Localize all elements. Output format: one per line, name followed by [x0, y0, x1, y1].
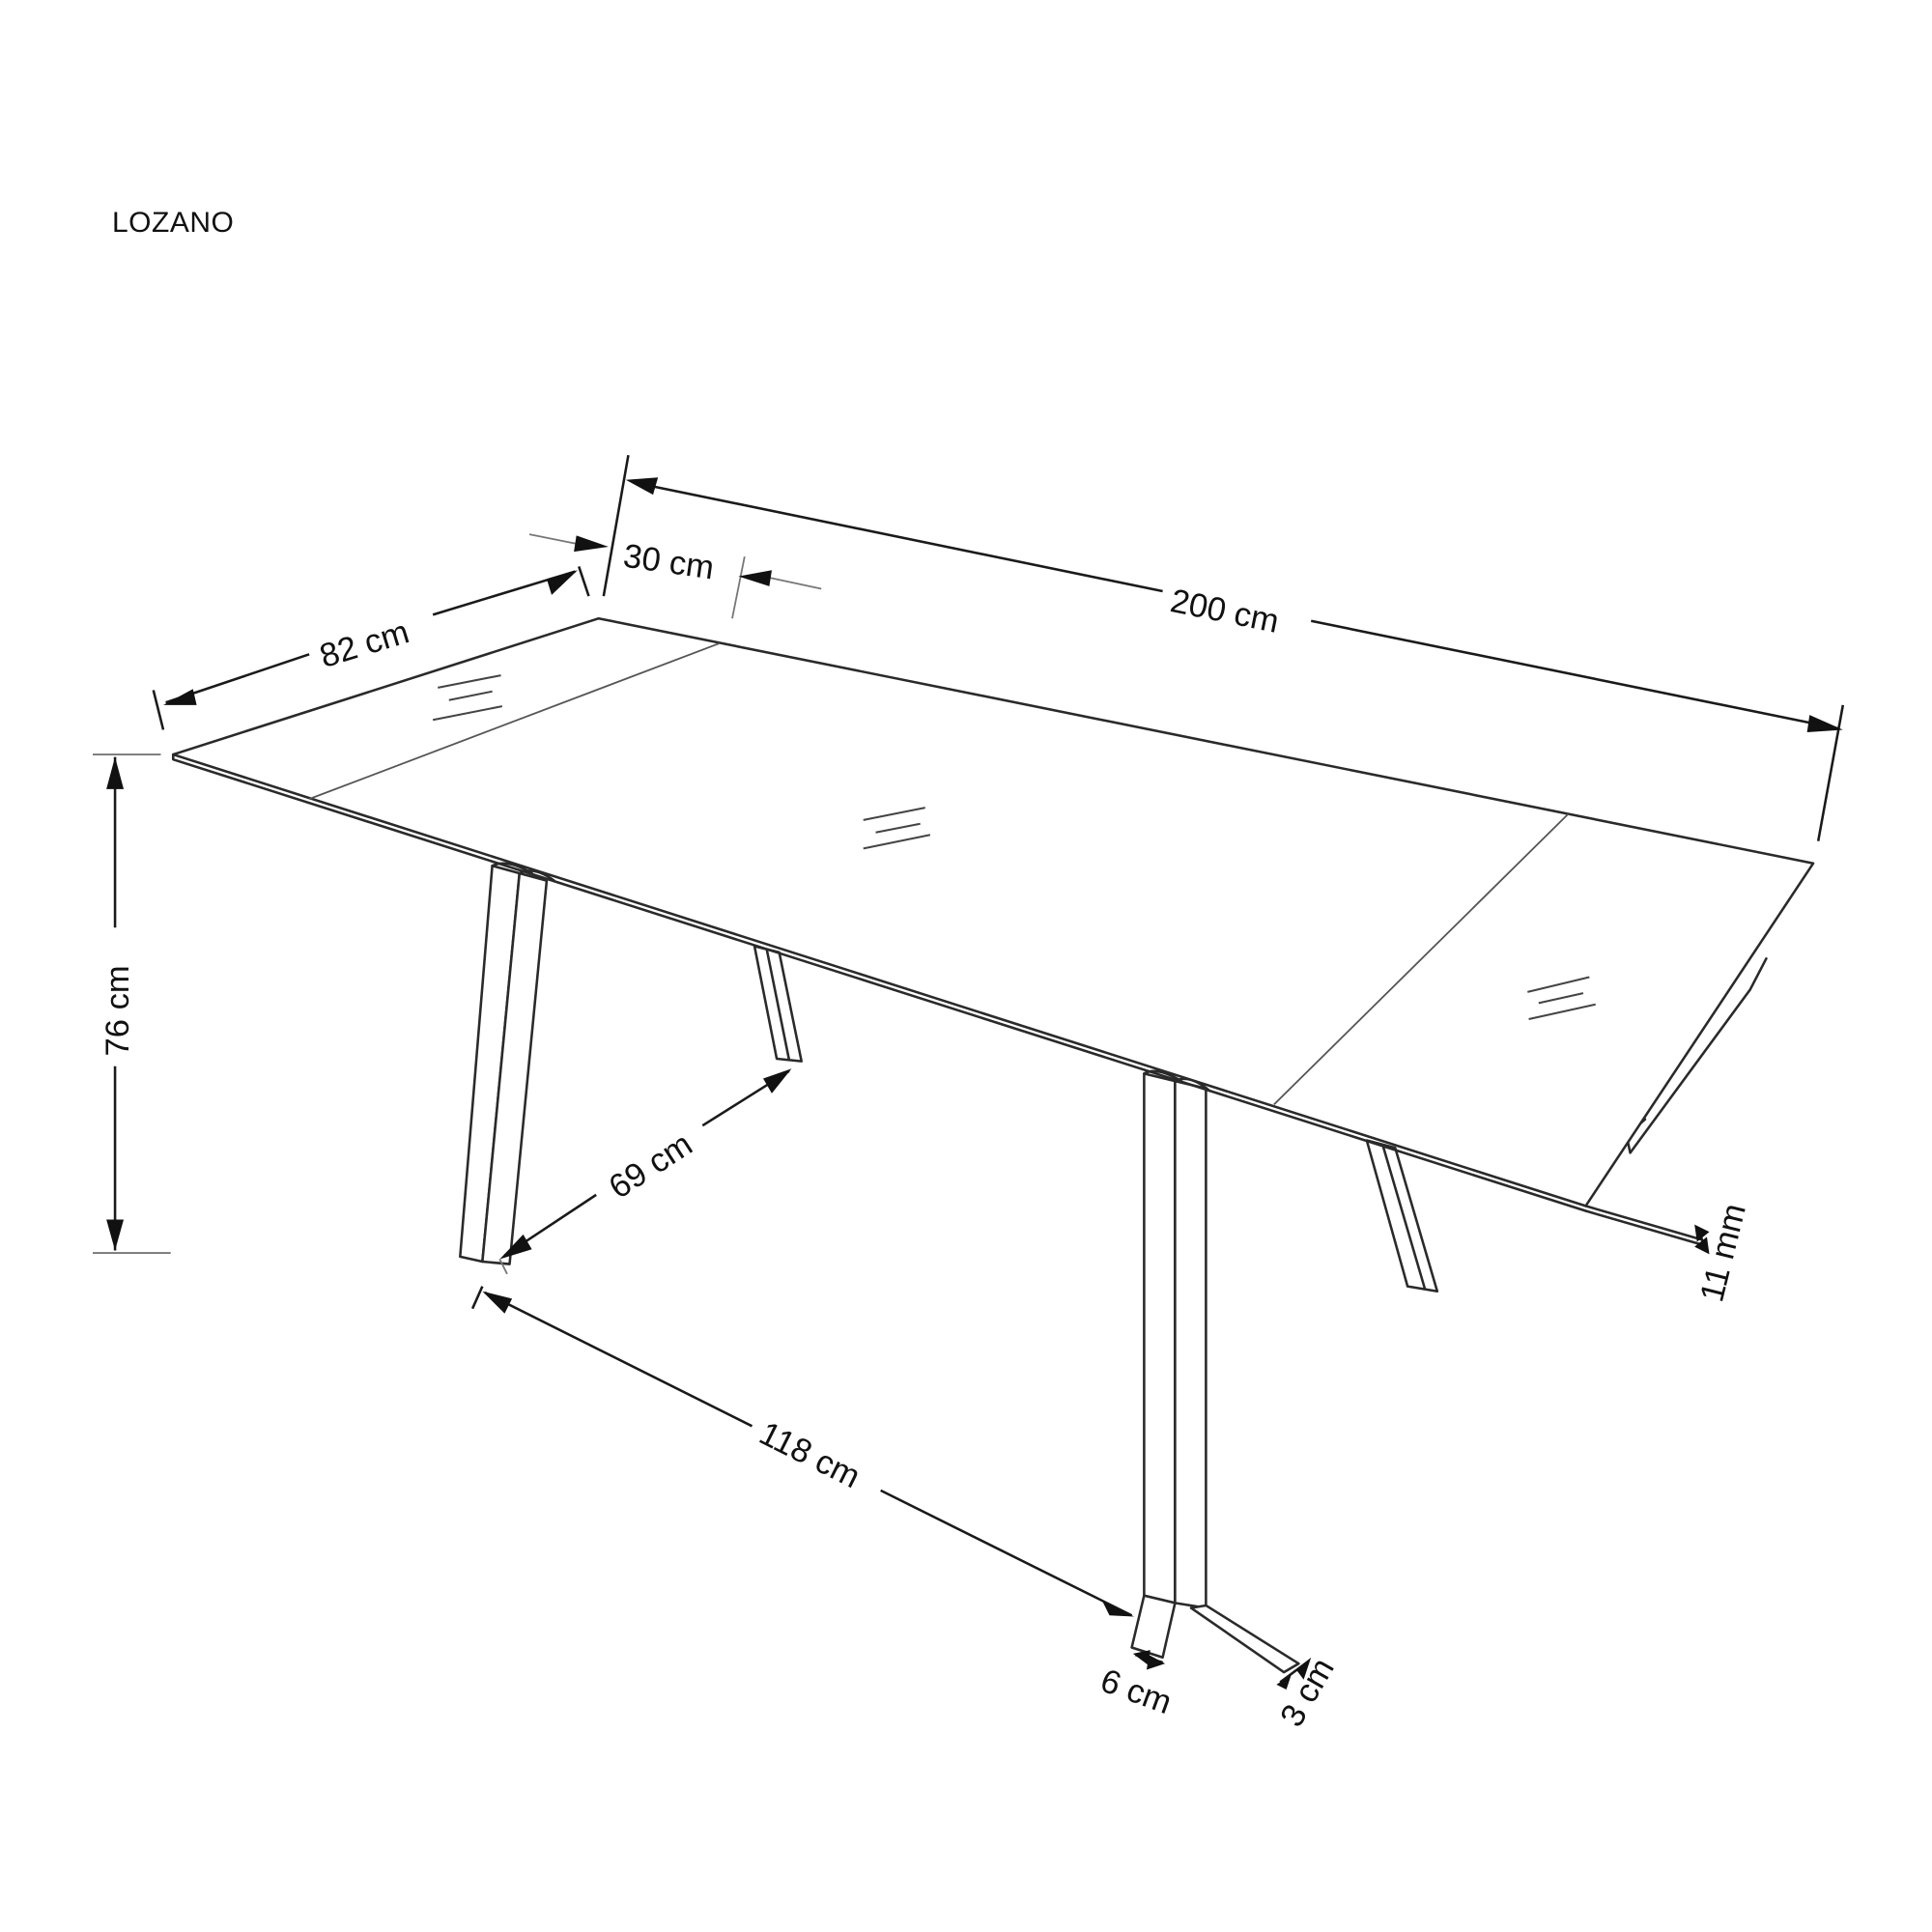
dimension-leg-depth: 69 cm: [498, 1068, 792, 1275]
dimension-leg-span: 118 cm: [470, 1286, 1135, 1617]
svg-text:11 mm: 11 mm: [1693, 1200, 1753, 1305]
svg-text:82 cm: 82 cm: [316, 613, 413, 675]
leg-back-right: [1365, 1139, 1439, 1293]
leg-front-left: [459, 862, 555, 1265]
svg-text:76 cm: 76 cm: [99, 965, 136, 1056]
glass-reflection-marks: [432, 674, 1596, 1021]
svg-text:30 cm: 30 cm: [621, 538, 716, 587]
svg-text:118 cm: 118 cm: [753, 1415, 866, 1495]
leg-back-left: [753, 945, 803, 1063]
dimension-height: 76 cm: [93, 753, 171, 1254]
dimension-extension-leaf: 30 cm: [528, 533, 822, 619]
svg-text:6 cm: 6 cm: [1095, 1662, 1176, 1721]
dimension-leg-width: 6 cm: [1095, 1650, 1177, 1721]
product-name: LOZANO: [112, 207, 235, 239]
tabletop: [171, 616, 1815, 1246]
dimension-glass-thickness: 11 mm: [1693, 1200, 1753, 1305]
svg-text:69 cm: 69 cm: [603, 1126, 699, 1207]
leg-front-right: [1130, 1069, 1300, 1674]
svg-text:200 cm: 200 cm: [1167, 582, 1282, 640]
